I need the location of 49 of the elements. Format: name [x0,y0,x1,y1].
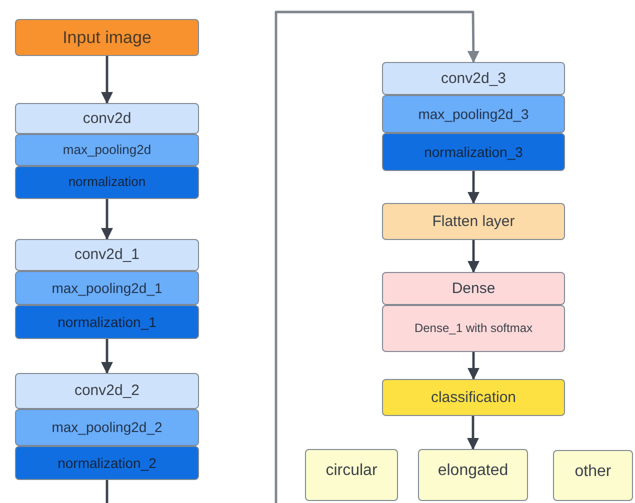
layer-label: conv2d [82,110,132,128]
layer-label: max_pooling2d_2 [52,419,162,436]
arrow [101,339,113,374]
arrow [101,199,113,240]
layer-box [382,305,565,352]
layer-label: Dense_1 with softmax [414,322,533,336]
layer-box [305,449,398,501]
layer-label: conv2d_2 [74,382,140,400]
connector-line [106,480,108,503]
layer-label: max_pooling2d_3 [418,106,529,122]
layer-label: normalization [68,175,146,190]
layer-label: normalization_2 [58,454,156,472]
arrow [468,240,480,273]
layer-label: Dense [452,280,496,298]
layer-label: max_pooling2d [62,142,152,158]
layer-label: normalization_3 [424,144,523,160]
arrow [101,56,113,104]
layer-box [382,272,565,305]
layer-box [553,450,633,501]
layer-box [382,379,565,416]
layer-box [382,95,565,133]
layer-label: max_pooling2d_1 [52,280,162,296]
layer-box [15,271,199,305]
layer-label: conv2d_3 [440,70,506,88]
arrow [467,416,479,450]
layer-box [382,62,565,95]
layer-box [418,449,528,501]
layer-label: normalization_1 [58,314,156,330]
layer-box [15,103,199,134]
layer-box [382,203,565,240]
layer-label: Input image [62,28,152,48]
layer-label: conv2d_1 [74,246,140,264]
layer-label: circular [326,462,378,480]
arrow [274,10,480,503]
layer-box [15,134,199,166]
layer-box [15,239,199,271]
layer-label: elongated [438,462,508,480]
layer-label: Flatten layer [432,212,515,230]
layer-box [382,133,565,171]
layer-box [15,373,199,409]
layer-label: classification [430,388,516,406]
arrow [468,171,480,204]
layer-label: other [574,463,612,482]
layer-box [15,446,199,480]
layer-box [15,305,199,339]
layer-box [15,409,199,446]
arrow [468,352,480,380]
layer-box [15,19,199,56]
layer-box [15,166,199,199]
